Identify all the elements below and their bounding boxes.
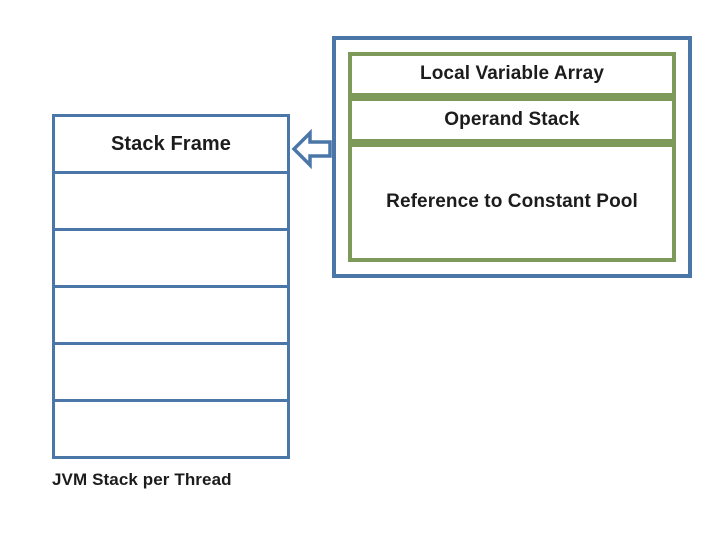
stack-cell-stack-frame[interactable]: Stack Frame	[55, 117, 287, 174]
stack-cell-empty-1[interactable]	[55, 174, 287, 231]
frame-part-label: Reference to Constant Pool	[386, 191, 638, 213]
frame-part-reference-to-constant-pool[interactable]: Reference to Constant Pool	[348, 143, 676, 262]
stack-cell-empty-2[interactable]	[55, 231, 287, 288]
frame-part-local-variable-array[interactable]: Local Variable Array	[348, 52, 676, 97]
jvm-stack-caption: JVM Stack per Thread	[52, 470, 232, 489]
stack-frame-detail-panel: Local Variable Array Operand Stack Refer…	[332, 36, 692, 278]
stack-cell-label: Stack Frame	[110, 133, 232, 155]
left-arrow-icon	[291, 128, 332, 170]
stack-cell-empty-3[interactable]	[55, 288, 287, 345]
frame-part-label: Operand Stack	[444, 108, 580, 130]
stack-cell-empty-4[interactable]	[55, 345, 287, 402]
stack-cell-empty-5[interactable]	[55, 402, 287, 456]
jvm-stack-column: Stack Frame	[52, 114, 290, 459]
stack-frame-parts-list: Local Variable Array Operand Stack Refer…	[348, 52, 676, 262]
frame-part-operand-stack[interactable]: Operand Stack	[348, 97, 676, 143]
frame-part-label: Local Variable Array	[419, 63, 604, 85]
